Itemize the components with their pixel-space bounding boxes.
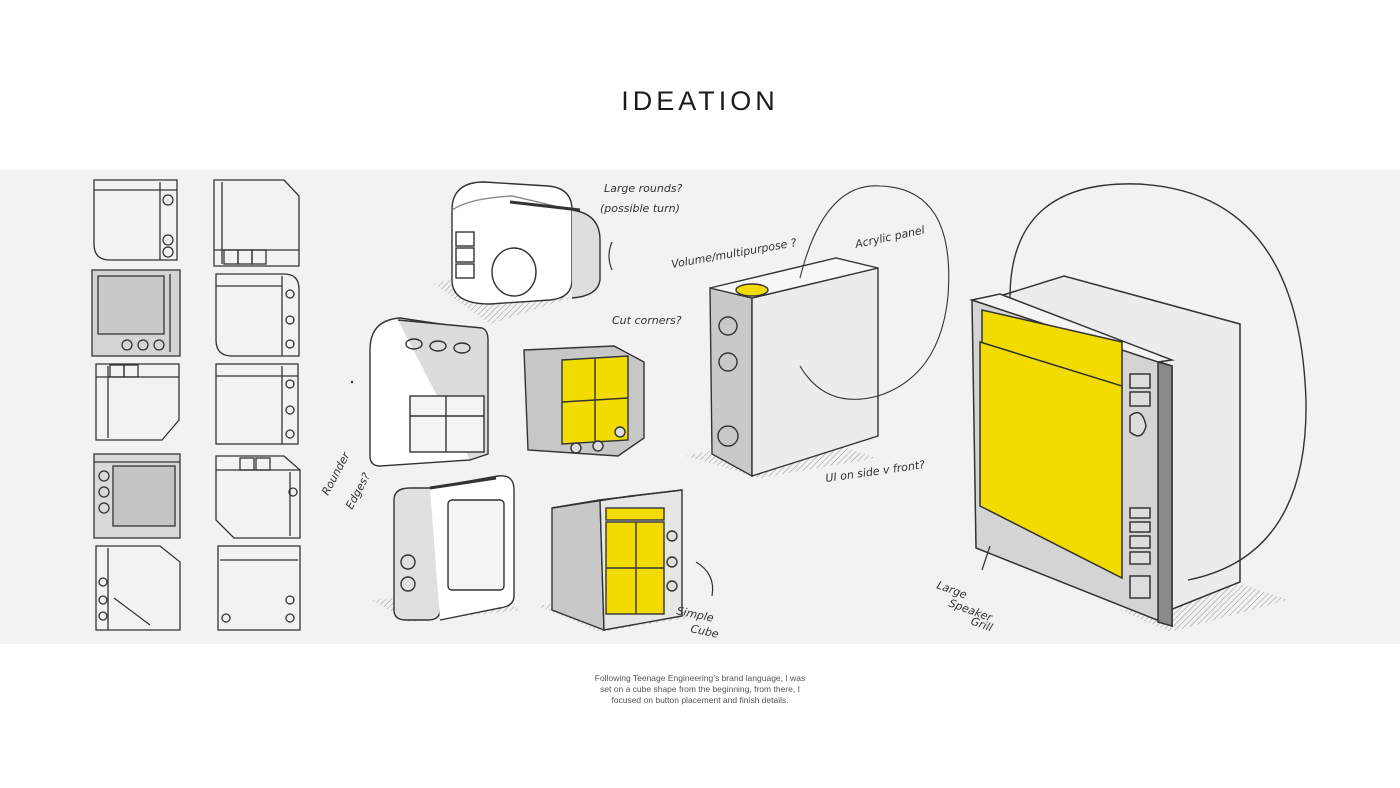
caption-line-1: Following Teenage Engineering’s brand la…: [594, 673, 806, 683]
sketch-final-speaker: [969, 183, 1307, 632]
thumbnail-rounded-corner: [93, 179, 178, 261]
thumbnail-gray-screen: [91, 269, 181, 357]
sketch-rounder-edges: [372, 475, 520, 622]
note-large-rounds: Large rounds?: [604, 182, 683, 195]
sketch-large-rounds: [434, 181, 601, 324]
thumbnail-cut-corner-bottom: [95, 363, 180, 441]
thumbnail-gray-panel: [93, 453, 181, 539]
ideation-sketches: Large rounds? (possible turn) Cut corner…: [91, 179, 1307, 641]
note-volume: Volume/multipurpose ?: [670, 236, 797, 271]
front-view-thumbnails-right: [213, 179, 301, 631]
note-cube: Cube: [689, 622, 720, 641]
pointer-stroke-speaker: [981, 545, 991, 571]
sketch-board: Large rounds? (possible turn) Cut corner…: [0, 170, 1400, 644]
front-view-thumbnails-left: [91, 179, 181, 631]
pointer-stroke: [695, 561, 714, 597]
thumbnail-bottom-buttons: [217, 545, 301, 631]
sketch-simple-cube: [538, 489, 700, 632]
note-edges: Edges?: [343, 471, 373, 512]
sketch-acrylic-panel: [686, 185, 950, 478]
caption-line-3: focused on button placement and finish d…: [611, 695, 789, 705]
sketch-cut-corners: [523, 345, 645, 457]
note-simple: Simple: [675, 604, 715, 625]
rotate-arrow-icon: [608, 241, 613, 271]
note-acrylic: Acrylic panel: [853, 224, 926, 252]
sketch-rounded-speaker: [369, 317, 489, 467]
caption: Following Teenage Engineering’s brand la…: [560, 673, 840, 706]
note-possible-turn: (possible turn): [600, 202, 680, 215]
thumbnail-square: [215, 363, 299, 445]
caption-line-2: set on a cube shape from the beginning, …: [600, 684, 800, 694]
thumbnail-chamfer-top-right: [213, 179, 300, 267]
page-title: IDEATION: [621, 86, 779, 116]
thumbnail-cut-corner-top: [95, 545, 181, 631]
note-rounder: Rounder: [319, 449, 353, 498]
note-cut-corners: Cut corners?: [612, 314, 682, 327]
thumbnail-buttons-top: [215, 455, 301, 539]
thumbnail-round-top-right: [215, 273, 300, 357]
stray-dot: [350, 380, 354, 384]
